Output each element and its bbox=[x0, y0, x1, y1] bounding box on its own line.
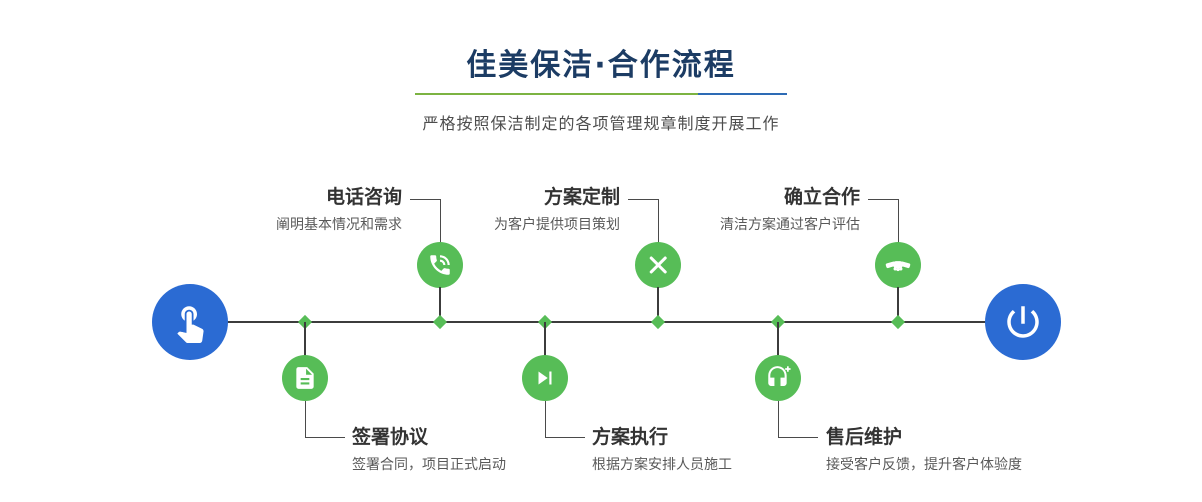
connector-stem bbox=[544, 322, 546, 356]
step-plan-execution-node bbox=[522, 355, 568, 401]
step-desc: 根据方案安排人员施工 bbox=[592, 457, 732, 473]
step-plan-customization-node bbox=[635, 242, 681, 288]
step-establish-cooperation-text: 确立合作 清洁方案通过客户评估 bbox=[690, 186, 860, 234]
timeline-node-diamond bbox=[890, 314, 906, 330]
connector-elbow bbox=[545, 401, 585, 438]
step-plan-execution-text: 方案执行 根据方案安排人员施工 bbox=[592, 426, 832, 474]
step-label: 方案定制 bbox=[543, 186, 620, 208]
pointing-hand-icon bbox=[177, 306, 204, 343]
divider-green-segment bbox=[415, 93, 698, 95]
timeline-node-diamond bbox=[650, 314, 666, 330]
step-desc: 签署合同，项目正式启动 bbox=[352, 457, 506, 473]
timeline-line bbox=[190, 321, 1023, 323]
step-after-sales-node bbox=[755, 355, 801, 401]
pen-ruler-icon bbox=[649, 256, 667, 274]
connector-stem bbox=[439, 287, 441, 322]
page-title: 佳美保洁·合作流程 bbox=[466, 48, 736, 83]
connector-stem bbox=[897, 287, 899, 322]
connector-elbow bbox=[305, 401, 345, 438]
phone-icon bbox=[430, 255, 450, 275]
step-desc: 为客户提供项目策划 bbox=[494, 217, 620, 233]
timeline-start-node bbox=[152, 284, 228, 360]
step-label: 签署协议 bbox=[352, 426, 429, 448]
step-sign-agreement-node bbox=[282, 355, 328, 401]
connector-elbow bbox=[778, 401, 818, 438]
power-icon bbox=[1007, 306, 1039, 338]
step-phone-consultation-text: 电话咨询 阐明基本情况和需求 bbox=[232, 186, 402, 234]
step-desc: 阐明基本情况和需求 bbox=[276, 217, 402, 233]
step-label: 方案执行 bbox=[592, 426, 669, 448]
step-after-sales-text: 售后维护 接受客户反馈，提升客户体验度 bbox=[826, 426, 1076, 474]
handshake-icon bbox=[885, 261, 911, 272]
step-sign-agreement-text: 签署协议 签署合同，项目正式启动 bbox=[352, 426, 592, 474]
connector-elbow bbox=[410, 199, 441, 244]
step-label: 电话咨询 bbox=[325, 186, 402, 208]
step-phone-consultation-node bbox=[417, 242, 463, 288]
timeline-end-node bbox=[985, 284, 1061, 360]
contract-icon bbox=[296, 367, 314, 389]
page-subtitle: 严格按照保洁制定的各项管理规章制度开展工作 bbox=[422, 114, 780, 133]
step-desc: 清洁方案通过客户评估 bbox=[720, 217, 860, 233]
connector-elbow bbox=[868, 199, 899, 244]
connector-stem bbox=[304, 322, 306, 356]
connector-elbow bbox=[628, 199, 659, 244]
connector-stem bbox=[777, 322, 779, 356]
step-establish-cooperation-node bbox=[875, 242, 921, 288]
title-divider bbox=[415, 93, 787, 95]
headset-icon bbox=[768, 366, 791, 387]
step-label: 售后维护 bbox=[826, 426, 903, 448]
timeline-node-diamond bbox=[432, 314, 448, 330]
step-plan-customization-text: 方案定制 为客户提供项目策划 bbox=[450, 186, 620, 234]
step-desc: 接受客户反馈，提升客户体验度 bbox=[826, 457, 1022, 473]
divider-blue-segment bbox=[697, 93, 787, 95]
step-label: 确立合作 bbox=[783, 186, 860, 208]
connector-stem bbox=[657, 287, 659, 322]
play-next-icon bbox=[538, 371, 552, 385]
